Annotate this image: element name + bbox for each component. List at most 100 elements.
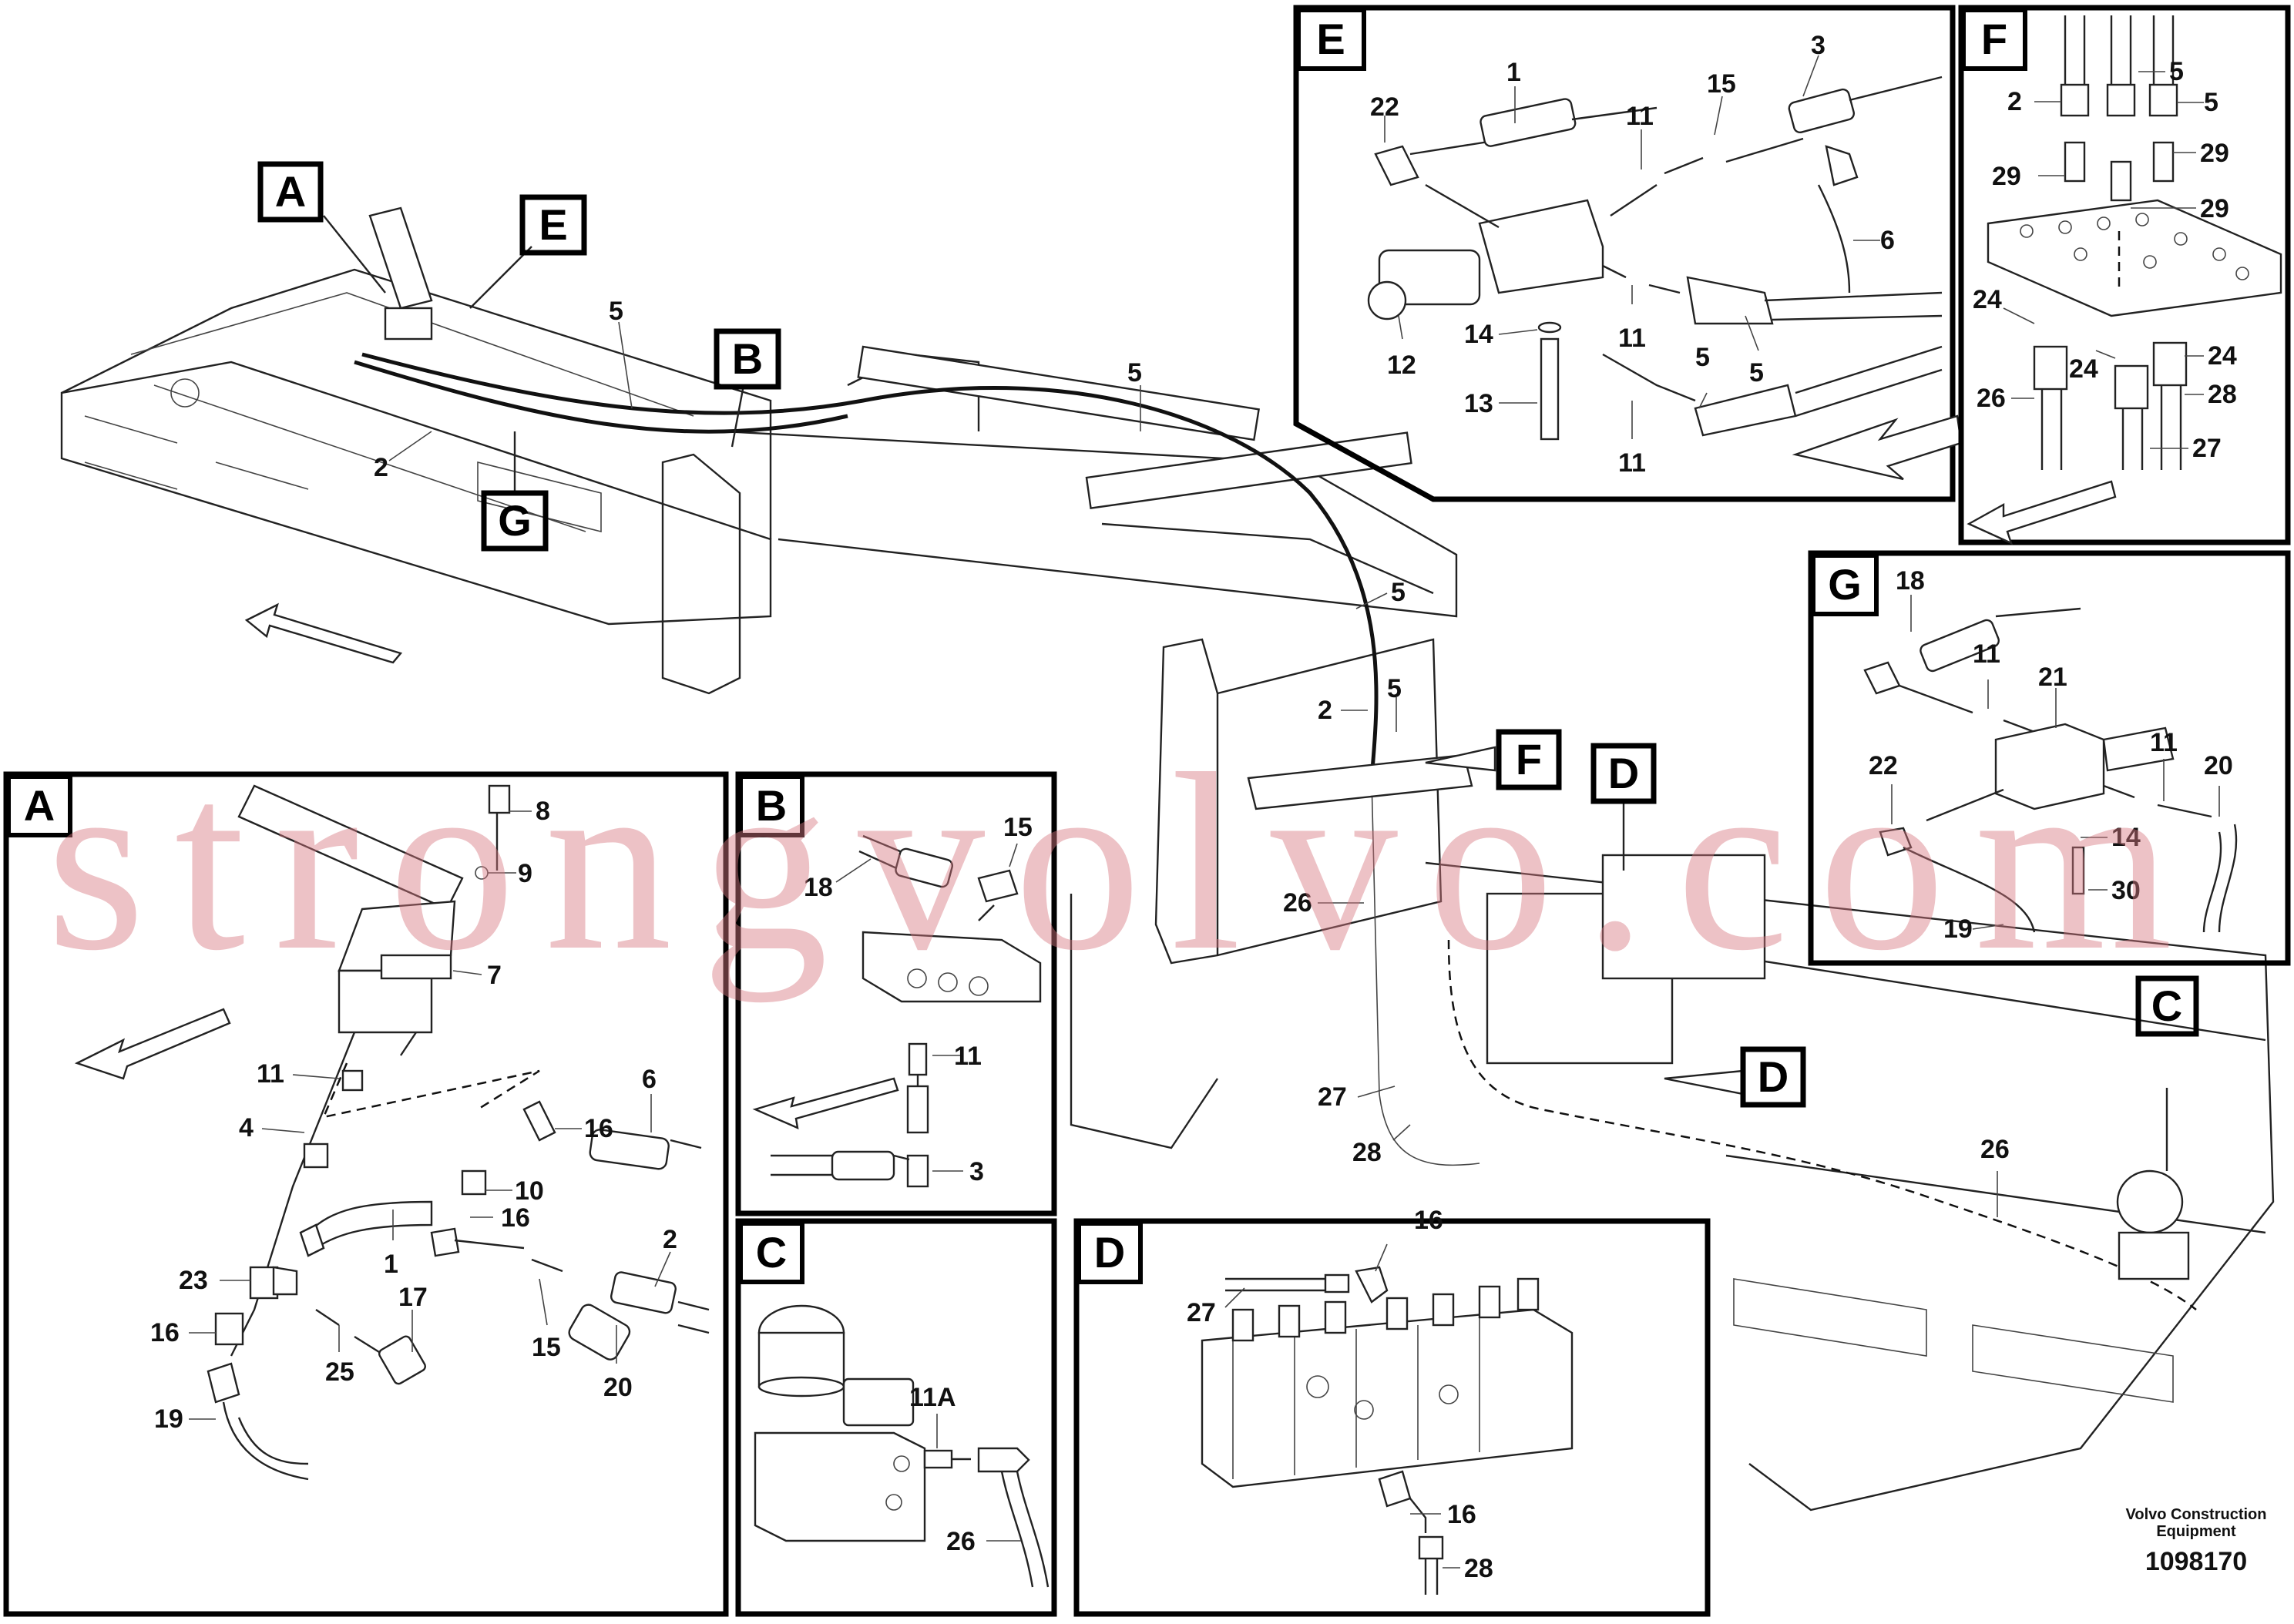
panel-f-label-27: 27 xyxy=(2192,434,2222,463)
callout-box-b[interactable] xyxy=(714,328,781,390)
panel-a-label-25: 25 xyxy=(325,1357,354,1387)
panel-c-letter: C xyxy=(756,1228,787,1277)
panel-a-label-2: 2 xyxy=(663,1225,677,1254)
panel-a-label-15: 15 xyxy=(532,1333,561,1362)
panel-g-label-20: 20 xyxy=(2204,751,2233,780)
callout-d-top: D xyxy=(1608,749,1639,797)
panel-e-label-15: 15 xyxy=(1707,69,1736,99)
overview-frame-drawing xyxy=(60,206,2275,1512)
callout-box-f[interactable] xyxy=(1496,729,1562,790)
panel-e-label-22: 22 xyxy=(1370,92,1399,122)
overview-label-28: 28 xyxy=(1352,1138,1382,1167)
callout-box-e[interactable] xyxy=(519,194,587,256)
panel-c-label-11a: 11A xyxy=(909,1383,956,1412)
panel-a-label-20: 20 xyxy=(603,1373,633,1402)
panel-a-label-1: 1 xyxy=(384,1250,398,1279)
panel-d-letter: D xyxy=(1094,1228,1125,1277)
panel-c: C 11A 26 xyxy=(735,1218,1057,1617)
overview-callouts: A E B G F D D C xyxy=(257,161,2199,1171)
panel-a-label-17: 17 xyxy=(398,1283,428,1312)
panel-a-label-7: 7 xyxy=(487,961,502,990)
panel-e-label-1: 1 xyxy=(1506,58,1521,87)
callout-a: A xyxy=(275,167,306,216)
callout-box-g[interactable] xyxy=(481,490,549,552)
panel-f-label-26: 26 xyxy=(1977,384,2006,413)
panel-f-label-24b: 24 xyxy=(2069,354,2098,384)
panel-e-badge xyxy=(1296,8,1366,71)
callout-e: E xyxy=(539,200,567,249)
overview-label-5d: 5 xyxy=(1387,674,1402,703)
panel-e-label-3: 3 xyxy=(1811,31,1825,60)
callout-g: G xyxy=(498,496,532,545)
overview-label-5c: 5 xyxy=(1391,578,1406,607)
callout-f: F xyxy=(1516,735,1542,783)
panel-g-label-19: 19 xyxy=(1943,914,1973,944)
panel-b-direction-arrow-icon xyxy=(752,1077,899,1129)
panel-g: G 18 11 21 11 22 20 14 30 19 xyxy=(1808,550,2291,966)
panel-d-label-16a: 16 xyxy=(1414,1206,1443,1235)
panel-a-label-23: 23 xyxy=(179,1266,208,1295)
panel-g-label-22: 22 xyxy=(1869,751,1898,780)
panel-e-label-11b: 11 xyxy=(1618,324,1646,353)
panel-a-label-6: 6 xyxy=(642,1065,657,1094)
panel-e-label-12: 12 xyxy=(1387,351,1416,380)
panel-e-label-11a: 11 xyxy=(1626,102,1654,131)
callout-box-a[interactable] xyxy=(257,161,324,223)
panel-g-label-11b: 11 xyxy=(2150,728,2178,757)
panel-b-label-15: 15 xyxy=(1003,813,1033,842)
panel-f: F 5 2 5 29 29 29 24 24 24 xyxy=(1958,5,2291,545)
panel-c-badge xyxy=(738,1221,804,1284)
panel-f-label-28: 28 xyxy=(2208,380,2237,409)
panel-e: E 1 3 22 11 15 6 12 xyxy=(1293,5,1963,502)
overview-label-26a: 26 xyxy=(1283,888,1312,918)
panel-e-label-5b: 5 xyxy=(1695,343,1710,372)
panel-b-label-18: 18 xyxy=(804,873,833,902)
overview-part-labels: 5 2 5 5 2 5 26 27 28 26 xyxy=(374,297,2010,1217)
panel-e-label-14: 14 xyxy=(1464,320,1493,349)
panel-a-label-4: 4 xyxy=(239,1113,254,1143)
callout-box-d-top[interactable] xyxy=(1590,743,1657,804)
panel-a-label-16a: 16 xyxy=(584,1114,613,1143)
panel-a-label-9: 9 xyxy=(518,859,532,888)
overview-label-5a: 5 xyxy=(609,297,623,326)
callout-b: B xyxy=(732,334,763,383)
overview-label-2a: 2 xyxy=(374,453,388,482)
panel-d-label-28: 28 xyxy=(1464,1554,1493,1583)
panel-d: D 16 27 16 28 xyxy=(1073,1206,1711,1617)
brand-line-2: Equipment xyxy=(2156,1523,2236,1540)
panel-g-label-18: 18 xyxy=(1896,566,1925,596)
panel-a-badge xyxy=(6,774,72,837)
callout-c: C xyxy=(2151,981,2182,1030)
callout-box-d-lower[interactable] xyxy=(1740,1046,1806,1108)
overview-label-2b: 2 xyxy=(1318,696,1332,725)
panel-g-label-21: 21 xyxy=(2038,663,2067,692)
panel-a-label-19: 19 xyxy=(154,1404,183,1434)
panel-a-label-10: 10 xyxy=(515,1176,544,1206)
panel-f-letter: F xyxy=(1981,15,2007,63)
panel-e-label-6: 6 xyxy=(1880,226,1895,255)
panel-g-label-11a: 11 xyxy=(1973,639,2000,669)
overview-label-26b: 26 xyxy=(1980,1135,2010,1164)
panel-g-badge xyxy=(1811,553,1879,616)
callout-box-c[interactable] xyxy=(2135,975,2199,1037)
panel-g-label-30: 30 xyxy=(2111,876,2141,905)
panel-a-direction-arrow-icon xyxy=(74,1008,231,1080)
panel-f-label-5b: 5 xyxy=(2204,88,2218,117)
panel-a-letter: A xyxy=(24,781,55,830)
panel-e-letter: E xyxy=(1316,15,1345,63)
panel-a-label-16b: 16 xyxy=(501,1203,530,1233)
panel-g-label-14: 14 xyxy=(2111,823,2141,852)
panel-f-label-24a: 24 xyxy=(1973,285,2002,314)
panel-b-badge xyxy=(738,774,804,837)
callout-d-lower: D xyxy=(1758,1052,1789,1101)
panel-g-letter: G xyxy=(1828,560,1862,609)
panel-f-badge xyxy=(1961,8,2027,71)
panel-f-label-29c: 29 xyxy=(2200,194,2229,223)
panel-f-label-29a: 29 xyxy=(2200,139,2229,168)
panel-a-label-8: 8 xyxy=(536,797,550,826)
panel-b-letter: B xyxy=(756,781,787,830)
panel-b: B 15 18 11 3 xyxy=(735,771,1057,1216)
panel-a-label-11: 11 xyxy=(257,1059,284,1089)
